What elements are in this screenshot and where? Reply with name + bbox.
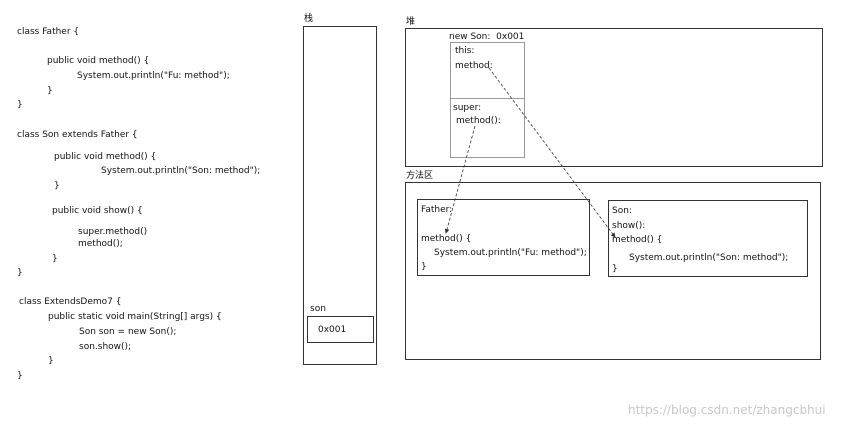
code-line-demo-show-call: son.show(); xyxy=(79,342,132,352)
method-area-son-method-sig: method() { xyxy=(612,235,663,245)
heap-this-method: method: xyxy=(455,61,493,71)
method-area-son-println: System.out.println("Son: method"); xyxy=(629,253,789,263)
code-line-son-show-sig: public void show() { xyxy=(52,206,143,216)
method-area-region xyxy=(405,182,821,360)
stack-region xyxy=(303,26,377,365)
heap-super-method: method(): xyxy=(456,116,501,126)
code-line-father-close: } xyxy=(17,100,23,110)
code-line-son-method-call: method(); xyxy=(78,239,123,249)
watermark-text: https://blog.csdn.net/zhangcbhui xyxy=(628,403,826,417)
code-line-son-method-close: } xyxy=(54,181,60,191)
arrow-super-method-to-father-method xyxy=(444,125,476,234)
heap-region xyxy=(405,28,823,167)
arrow-this-method-to-son-method xyxy=(488,67,616,238)
heap-title: 堆 xyxy=(406,17,416,27)
heap-super-box: super: method(): xyxy=(450,98,525,158)
code-line-son-show-close: } xyxy=(52,254,58,264)
method-area-son-show: show(): xyxy=(612,221,646,231)
method-area-father-name: Father: xyxy=(421,205,453,215)
code-line-demo-main-sig: public static void main(String[] args) { xyxy=(48,312,222,322)
heap-object-label: new Son: 0x001 xyxy=(449,32,525,42)
stack-var-slot: 0x001 xyxy=(307,316,374,343)
code-line-demo-close: } xyxy=(17,371,23,381)
method-area-father-method-sig: method() { xyxy=(421,234,472,244)
method-area-father-box: Father: method() { System.out.println("F… xyxy=(417,199,590,276)
code-line-demo-main-close: } xyxy=(48,356,54,366)
method-area-father-println: System.out.println("Fu: method"); xyxy=(434,248,587,258)
code-line-son-println: System.out.println("Son: method"); xyxy=(101,166,261,176)
code-line-son-class: class Son extends Father { xyxy=(17,130,138,140)
code-line-demo-new-son: Son son = new Son(); xyxy=(79,327,177,337)
method-area-title: 方法区 xyxy=(406,171,434,181)
code-line-demo-class: class ExtendsDemo7 { xyxy=(19,297,122,307)
code-line-son-super-call: super.method() xyxy=(78,227,148,237)
code-line-father-class: class Father { xyxy=(17,27,80,37)
code-line-father-method-sig: public void method() { xyxy=(47,56,150,66)
stack-var-name: son xyxy=(310,304,326,314)
method-area-son-box: Son: show(): method() { System.out.print… xyxy=(608,200,808,277)
heap-super-label: super: xyxy=(453,103,482,113)
method-area-father-close: } xyxy=(421,262,427,272)
stack-var-value: 0x001 xyxy=(318,325,347,335)
code-line-father-method-close: } xyxy=(47,86,53,96)
code-line-son-method-sig: public void method() { xyxy=(54,152,157,162)
stack-title: 栈 xyxy=(304,14,314,24)
code-line-son-close: } xyxy=(17,268,23,278)
method-area-son-close: } xyxy=(612,264,618,274)
method-area-son-name: Son: xyxy=(612,206,632,216)
code-line-father-println: System.out.println("Fu: method"); xyxy=(77,71,230,81)
heap-this-label: this: xyxy=(455,46,475,56)
